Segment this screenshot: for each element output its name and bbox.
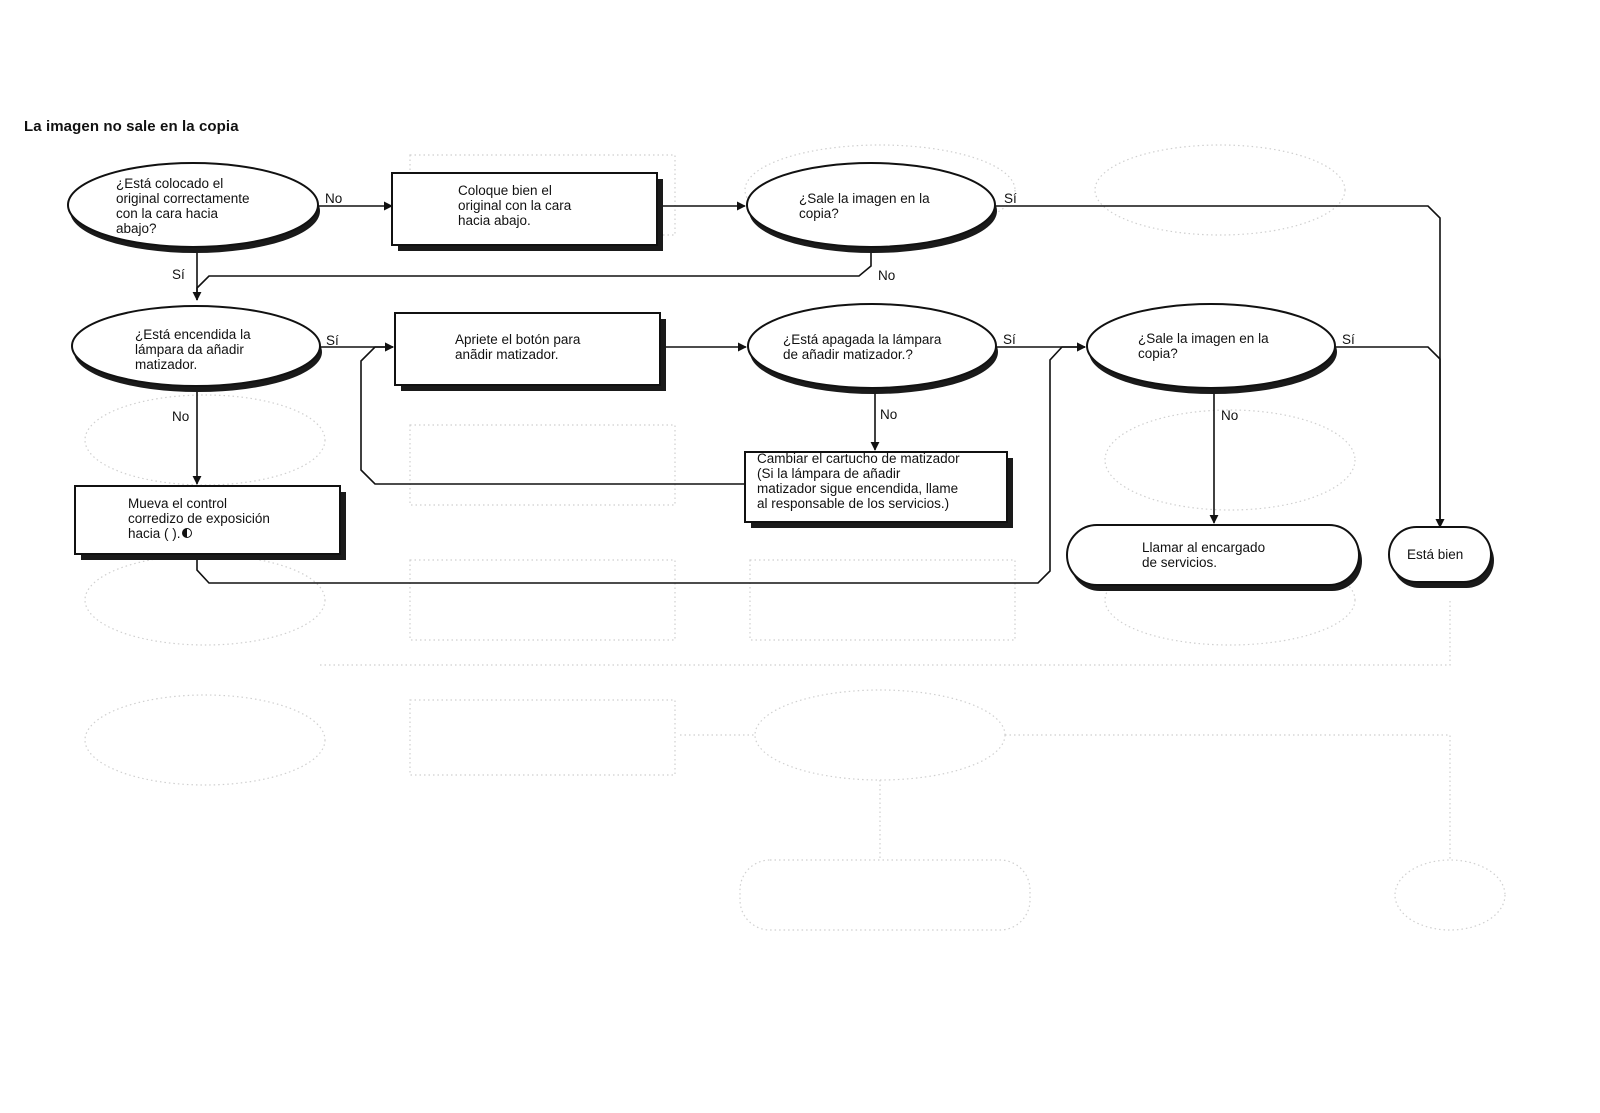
node-text-line: ¿Está colocado el [116,176,223,191]
edge-a_cambiar-to-a_apriete [360,342,745,485]
node-text-line: original con la cara [458,198,572,213]
node-text-line: anãdir matizador. [455,347,559,362]
exposure-dark-icon-fill [182,528,187,538]
node-text-line: abajo? [116,221,157,236]
node-a-cambiar: Cambiar el cartucho de matizador(Si la l… [744,451,1013,528]
node-text-line: Llamar al encargado [1142,540,1265,555]
edge-label-si: Sí [1003,332,1016,347]
node-text-line: con la cara hacia [116,206,219,221]
action-box [74,485,341,555]
edge-label-no: No [878,268,895,283]
node-text-line: de servicios. [1142,555,1217,570]
edge-label-si: Sí [326,333,339,348]
decision-ellipse [67,162,319,248]
node-text-line: ¿Está encendida la [135,327,251,342]
terminal-pill [1388,526,1492,583]
edge-label-si: Sí [172,267,185,282]
decision-ellipse [71,305,321,387]
node-text-line: Coloque bien el [458,183,552,198]
edge-label-si: Sí [1342,332,1355,347]
edge-a_mueva-to-q_sale2 [196,342,1086,584]
decision-ellipse [746,162,996,248]
node-text-line: Apriete el botón para [455,332,581,347]
node-text-line: corredizo de exposición [128,511,270,526]
node-text-line: copia? [1138,346,1178,361]
action-box [744,451,1008,523]
action-box [391,172,658,246]
node-text-line: Está bien [1407,547,1463,562]
action-box [394,312,661,386]
node-text-line: ¿Sale la imagen en la [799,191,930,206]
node-text-line: de añadir matizador.? [783,347,913,362]
node-text-line: Cambiar el cartucho de matizador [757,451,960,466]
node-text-line: lámpara da añadir [135,342,244,357]
edge-q_sale1-to-q_lampara_enc [196,247,872,300]
node-text-line: hacia ( ). [128,526,181,541]
node-text-line: al responsable de los servicios.) [757,496,949,511]
node-text-line: original correctamente [116,191,250,206]
node-text-line: ¿Sale la imagen en la [1138,331,1269,346]
edges-layer [192,201,1445,584]
page-title: La imagen no sale en la copia [24,118,239,135]
decision-ellipse [747,303,997,389]
node-text-line: Mueva el control [128,496,227,511]
edge-label-no: No [172,409,189,424]
decision-ellipse [1086,303,1336,389]
node-text-line: ¿Está apagada la lámpara [783,332,942,347]
node-text-line: matizador. [135,357,197,372]
node-text-line: copia? [799,206,839,221]
node-t-bien: Está bien [1388,526,1494,588]
edge-label-no: No [880,407,897,422]
node-text-line: (Si la lámpara de añadir [757,466,901,481]
edge-label-no: No [1221,408,1238,423]
node-text-line: matizador sigue encendida, llame [757,481,958,496]
terminal-pill [1066,524,1360,586]
edge-q_sale2-to-t_bien [1334,346,1445,528]
edge-label-si: Sí [1004,191,1017,206]
node-text-line: hacia abajo. [458,213,531,228]
edge-label-no: No [325,191,342,206]
show-through-background [84,144,1506,931]
